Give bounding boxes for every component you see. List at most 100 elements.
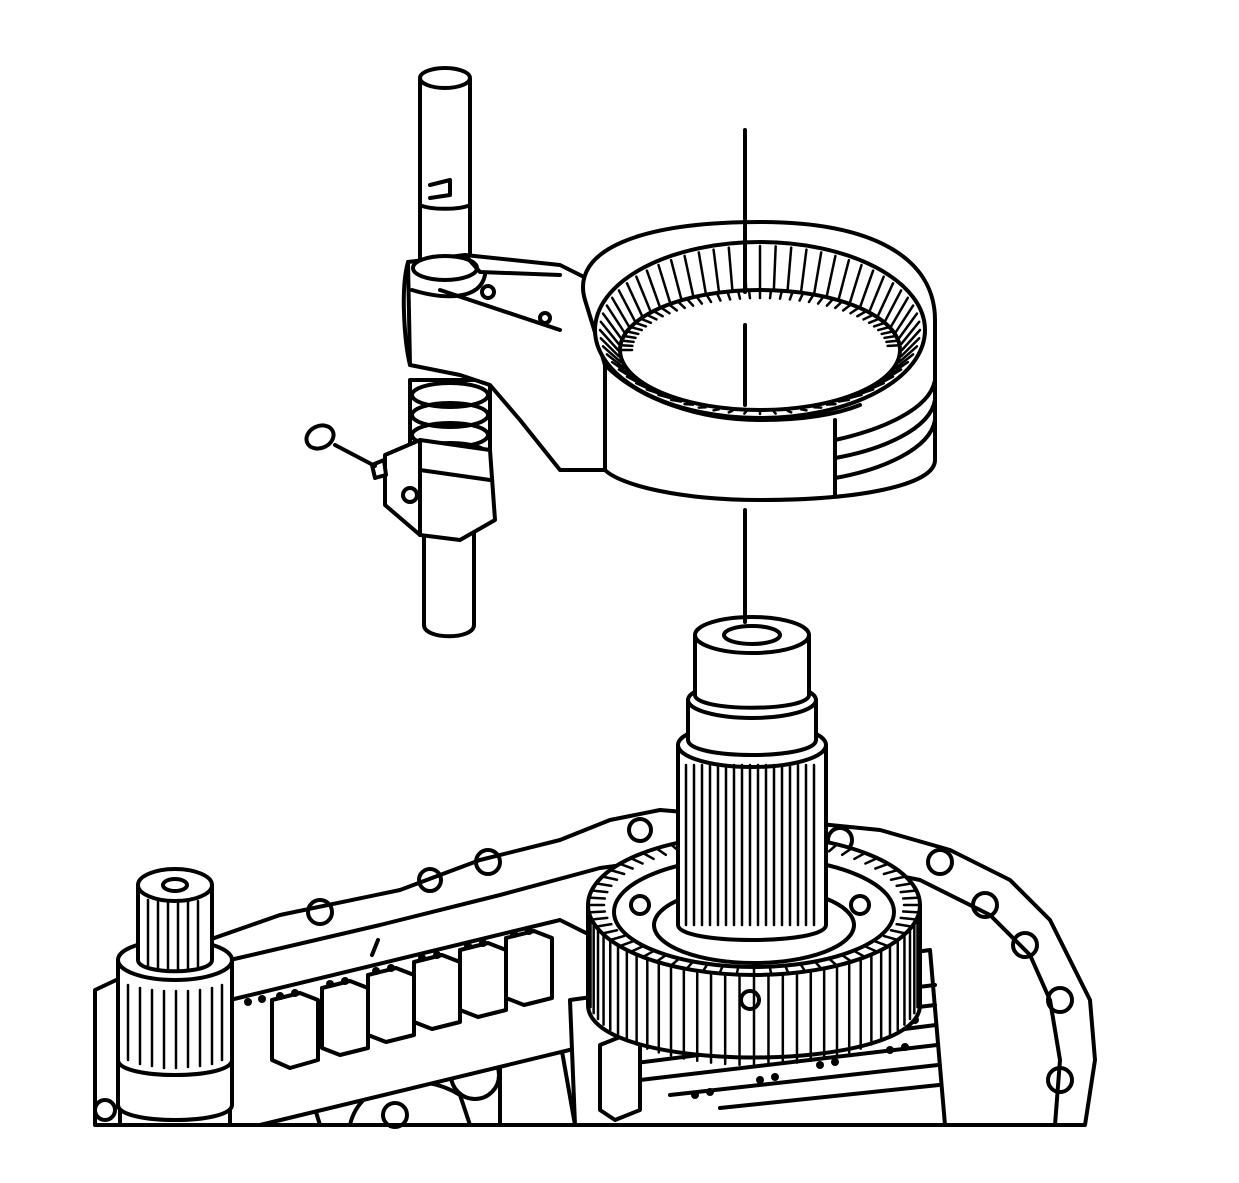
gear-top-tooth [882, 868, 900, 876]
ring-inner-tooth [659, 306, 671, 315]
ring-gear-tooth [772, 245, 777, 290]
gear-top-tooth [618, 940, 634, 948]
ring-gear-tooth [868, 275, 885, 312]
ring-gear-tooth [683, 254, 695, 297]
ring-inner-tooth [685, 297, 695, 307]
gear-top-tooth [827, 843, 839, 853]
ring-inner-tooth [856, 309, 868, 318]
ring-gear-tooth [598, 328, 620, 352]
ring-inner-tooth [715, 291, 722, 302]
ring-inner-tooth [883, 334, 898, 340]
ring-gear-tooth [601, 345, 622, 364]
ring-gear-tooth [727, 409, 734, 414]
ring-inner-tooth [639, 317, 653, 325]
ring-inner-tooth [849, 306, 861, 315]
gear-top-tooth [629, 945, 644, 954]
ring-inner-tooth [862, 313, 875, 321]
ring-inner-tooth [885, 339, 900, 344]
gear-top-tooth [587, 910, 607, 914]
ring-gear-tooth [876, 375, 895, 386]
ring-inner-tooth [619, 344, 634, 348]
gear-top-tooth [608, 868, 626, 876]
ring-gear-tooth [889, 360, 910, 375]
gear-top-tooth [618, 862, 634, 870]
ring-gear-tooth [900, 336, 921, 358]
ring-gear-tooth [883, 289, 903, 323]
ring-inner-tooth [667, 303, 679, 312]
shift-rail [418, 66, 476, 639]
shift-lock-block [370, 438, 497, 542]
ring-inner-tooth [816, 295, 825, 305]
ring-gear-tooth [898, 312, 919, 340]
gear-top-tooth [594, 922, 613, 928]
ring-gear-tooth [645, 269, 661, 308]
gear-top-tooth [899, 889, 918, 894]
ring-gear-tooth [657, 393, 672, 400]
ring-gear-tooth [772, 410, 777, 415]
ring-inner-tooth [625, 330, 640, 336]
gear-top-tooth [901, 910, 921, 914]
gear-top-tooth [901, 896, 921, 900]
ring-inner-tooth [645, 313, 658, 321]
ring-gear-tooth [799, 248, 808, 292]
gear-top-tooth [641, 949, 655, 959]
gear-top-tooth [895, 882, 914, 888]
ring-gear-tooth [900, 328, 922, 352]
ring-gear-tooth [617, 289, 637, 323]
gear-top-tooth [899, 916, 918, 921]
ring-gear-tooth [605, 304, 626, 334]
ring-inner-tooth [825, 297, 835, 307]
ring-gear-tooth [599, 336, 620, 358]
ring-gear-tooth [848, 263, 863, 304]
ring-inner-tooth [736, 289, 742, 300]
ring-gear-tooth [898, 345, 919, 364]
ring-gear-tooth [625, 282, 644, 317]
gear-top-tooth [895, 922, 914, 928]
ring-gear-tooth [799, 408, 808, 412]
countershaft [116, 867, 234, 1122]
ring-inner-tooth [886, 344, 901, 348]
ring-gear-tooth [900, 320, 921, 346]
ring-gear-tooth [712, 248, 721, 292]
ring-gear-tooth [625, 375, 644, 386]
gear-top-tooth [601, 928, 619, 935]
gear-top-tooth [874, 862, 890, 870]
ring-gear-tooth [669, 258, 683, 300]
gear-top-tooth [882, 934, 900, 942]
ring-gear-tooth [599, 320, 620, 346]
ring-inner-tooth [629, 325, 643, 332]
ring-inner-tooth [880, 330, 895, 336]
retaining-pin [304, 423, 377, 468]
synchronizer-blocks [228, 918, 592, 1127]
ring-gear-tooth [825, 254, 837, 297]
gear-top-tooth [874, 940, 890, 948]
ring-inner-tooth [622, 334, 637, 340]
gear-top-tooth [864, 945, 879, 954]
ring-gear-tooth [786, 246, 793, 291]
gear-top-tooth [590, 916, 609, 921]
ring-gear-tooth [883, 368, 903, 381]
ring-inner-tooth [872, 321, 886, 328]
ring-inner-tooth [747, 288, 752, 300]
gear-top-tooth [629, 856, 644, 865]
ring-gear-tooth [876, 282, 895, 317]
ring-inner-tooth [768, 288, 773, 300]
ring-inner-tooth [676, 300, 687, 310]
ring-gear-tooth [727, 246, 734, 291]
ring-inner-tooth [778, 289, 784, 300]
ring-gear-tooth [786, 409, 793, 414]
gear-top-tooth [590, 889, 609, 894]
ring-inner-tooth [620, 339, 635, 344]
ring-gear-tooth [657, 263, 672, 304]
ring-gear-tooth [889, 296, 910, 328]
ring-inner-tooth [798, 291, 805, 302]
case-bolt-holes [93, 817, 1074, 1122]
ring-gear-tooth [859, 388, 875, 396]
ring-gear-tooth [868, 382, 885, 391]
shift-fork-ring-gear [581, 220, 937, 502]
ring-inner-tooth [841, 303, 853, 312]
gear-top-tooth [655, 847, 668, 857]
ring-inner-tooth [877, 325, 891, 332]
ring-gear-tooth [601, 312, 622, 340]
